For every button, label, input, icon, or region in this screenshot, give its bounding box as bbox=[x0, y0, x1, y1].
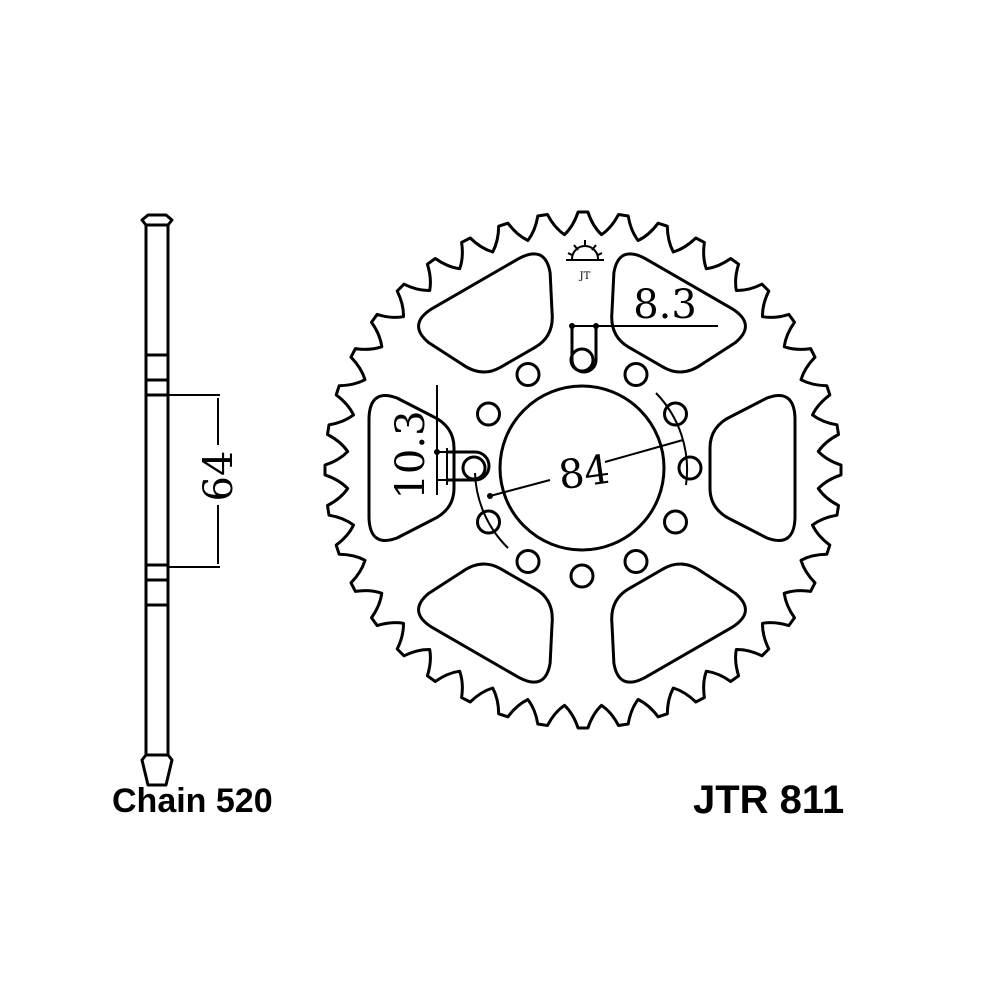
dimension-10-3: 10.3 bbox=[388, 410, 434, 499]
bore-section bbox=[144, 393, 170, 567]
dimension-dot bbox=[487, 493, 493, 499]
dimension-84: 84 bbox=[556, 447, 613, 500]
lightening-cutout bbox=[417, 252, 554, 374]
sprocket-front-view: JT 8.3 10.3 84 bbox=[323, 210, 843, 730]
bolt-hole bbox=[569, 563, 595, 589]
center-bore-circle bbox=[498, 384, 666, 552]
bolt-hole bbox=[623, 549, 649, 574]
lightening-cutout bbox=[708, 394, 797, 542]
bolt-hole bbox=[515, 549, 541, 574]
part-number: JTR 811 bbox=[693, 778, 845, 822]
lightening-cutout bbox=[417, 562, 554, 684]
dimension-line-84 bbox=[474, 392, 689, 549]
dimension-8-3: 8.3 bbox=[633, 282, 697, 328]
sprocket-teeth-outline bbox=[323, 210, 843, 730]
logo-text: JT bbox=[579, 271, 591, 282]
dimension-dot bbox=[569, 323, 575, 329]
slot-top bbox=[570, 327, 598, 374]
slot-left bbox=[447, 450, 491, 482]
dimension-64: 64 bbox=[196, 451, 242, 502]
bolt-hole bbox=[677, 455, 703, 481]
chain-label: Chain 520 bbox=[112, 782, 273, 820]
hole-section bbox=[144, 578, 170, 607]
lightening-cutout bbox=[610, 562, 747, 684]
bolt-hole bbox=[663, 509, 688, 535]
hatched-section bbox=[144, 378, 170, 397]
bolt-hole bbox=[515, 362, 541, 387]
dimension-dot bbox=[434, 449, 440, 455]
bolt-hole bbox=[623, 362, 649, 387]
hatched-section bbox=[144, 223, 170, 357]
side-profile: 64 bbox=[140, 213, 242, 787]
dimension-dot bbox=[593, 323, 599, 329]
jt-logo: JT bbox=[566, 240, 604, 282]
sun-logo-icon bbox=[566, 240, 604, 261]
bolt-hole bbox=[461, 455, 487, 481]
lightening-cutout bbox=[610, 252, 747, 374]
bolt-hole bbox=[476, 401, 501, 427]
hatched-section bbox=[144, 563, 170, 582]
tooth-tip bbox=[140, 213, 174, 787]
bolt-hole bbox=[476, 509, 501, 535]
lightening-cutout bbox=[367, 394, 456, 542]
bolt-hole bbox=[663, 401, 688, 427]
hole-section bbox=[144, 353, 170, 382]
dimension-line-10-3 bbox=[436, 385, 470, 495]
hatched-section bbox=[144, 603, 170, 757]
dimension-line-64 bbox=[168, 394, 220, 568]
